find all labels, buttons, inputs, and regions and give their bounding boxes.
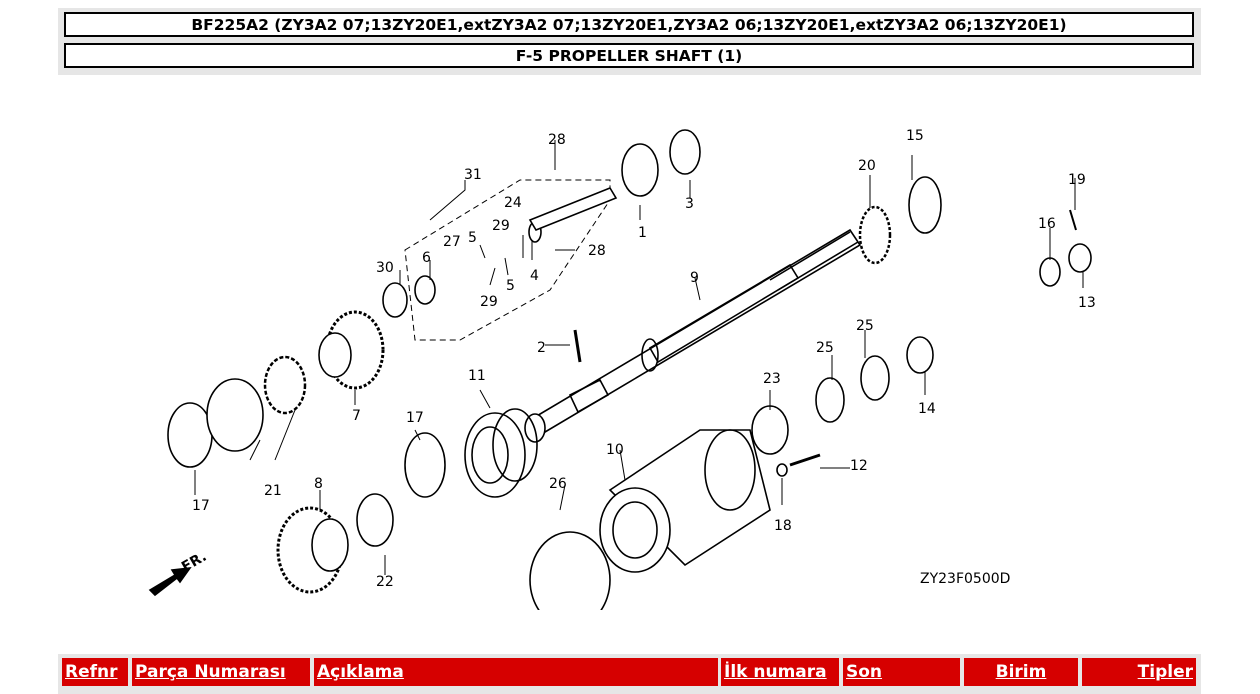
race-21: [206, 378, 264, 452]
roller-bearing-21: [263, 355, 307, 415]
callout-label: 21: [264, 483, 282, 499]
washer-16: [1039, 257, 1061, 287]
callout-label: 14: [918, 401, 936, 417]
spacer-14: [906, 336, 934, 374]
callout-label: 25: [816, 340, 834, 356]
callout-label: 7: [352, 408, 361, 424]
col-header-unit[interactable]: Birim: [964, 658, 1078, 686]
bearing-22: [356, 493, 394, 547]
callout-label: 25: [856, 318, 874, 334]
o-ring-26: [529, 531, 611, 610]
callout-label: 8: [314, 476, 323, 492]
callout-label: 17: [192, 498, 210, 514]
callout-label: 9: [690, 270, 699, 286]
col-header-refnr[interactable]: Refnr: [62, 658, 128, 686]
o-ring-17a: [167, 402, 213, 468]
col-header-types[interactable]: Tipler: [1082, 658, 1196, 686]
washer-30: [382, 282, 408, 318]
callout-label: 26: [549, 476, 567, 492]
callout-label: 28: [548, 132, 566, 148]
washer-15: [908, 176, 942, 234]
callout-label: 18: [774, 518, 792, 534]
callout-label: 16: [1038, 216, 1056, 232]
pin-19: [1069, 209, 1077, 231]
bolt-12: [789, 453, 821, 467]
callout-label: 30: [376, 260, 394, 276]
col-header-part-number[interactable]: Parça Numarası: [132, 658, 310, 686]
callout-label: 17: [406, 410, 424, 426]
nut-13: [1068, 243, 1092, 273]
parts-diagram: FR. 1 2 3 4 5 5 6 7 8 9 10 11 12 13 14 1…: [148, 128, 1096, 610]
clutch-1: [621, 143, 659, 197]
thrust-bearing-20: [858, 205, 892, 265]
callout-label: 2: [537, 340, 546, 356]
bearing-case: [599, 429, 771, 573]
callout-label: 20: [858, 158, 876, 174]
callout-label: 24: [504, 195, 522, 211]
callout-label: 22: [376, 574, 394, 590]
seal-25a: [815, 377, 845, 423]
propeller-shaft: [524, 228, 862, 443]
callout-label: 5: [506, 278, 515, 294]
callout-label: 27: [443, 234, 461, 250]
holder: [464, 408, 538, 498]
callout-label: 31: [464, 167, 482, 183]
callout-label: 15: [906, 128, 924, 144]
callout-label: 29: [480, 294, 498, 310]
model-title: BF225A2 (ZY3A2 07;13ZY20E1,extZY3A2 07;1…: [64, 12, 1194, 37]
slider-6: [414, 275, 436, 305]
callout-label: 4: [530, 268, 539, 284]
callout-label: 29: [492, 218, 510, 234]
o-ring-17b: [404, 432, 446, 498]
callout-label: 19: [1068, 172, 1086, 188]
seal-25b: [860, 355, 890, 401]
callout-label: 23: [763, 371, 781, 387]
pin: [573, 329, 582, 363]
gear-8: [276, 506, 349, 594]
callout-label: 1: [638, 225, 647, 241]
col-header-description[interactable]: Açıklama: [314, 658, 718, 686]
callout-label: 13: [1078, 295, 1096, 311]
section-title: F-5 PROPELLER SHAFT (1): [64, 43, 1194, 68]
callout-label: 12: [850, 458, 868, 474]
callout-label: 6: [422, 250, 431, 266]
callout-label: 3: [685, 196, 694, 212]
callout-label: 11: [468, 368, 486, 384]
needle-bearing-23: [751, 405, 789, 455]
gear-7: [318, 310, 385, 390]
col-header-last[interactable]: Son: [843, 658, 960, 686]
callout-label: 10: [606, 442, 624, 458]
drawing-code: ZY23F0500D: [920, 571, 1010, 587]
washer-18: [776, 463, 788, 477]
col-header-first-number[interactable]: İlk numara: [721, 658, 839, 686]
callout-label: 28: [588, 243, 606, 259]
svg-text:FR.: FR.: [179, 549, 209, 576]
ring-3: [669, 129, 701, 175]
front-arrow: FR.: [148, 549, 209, 597]
callout-label: 5: [468, 230, 477, 246]
